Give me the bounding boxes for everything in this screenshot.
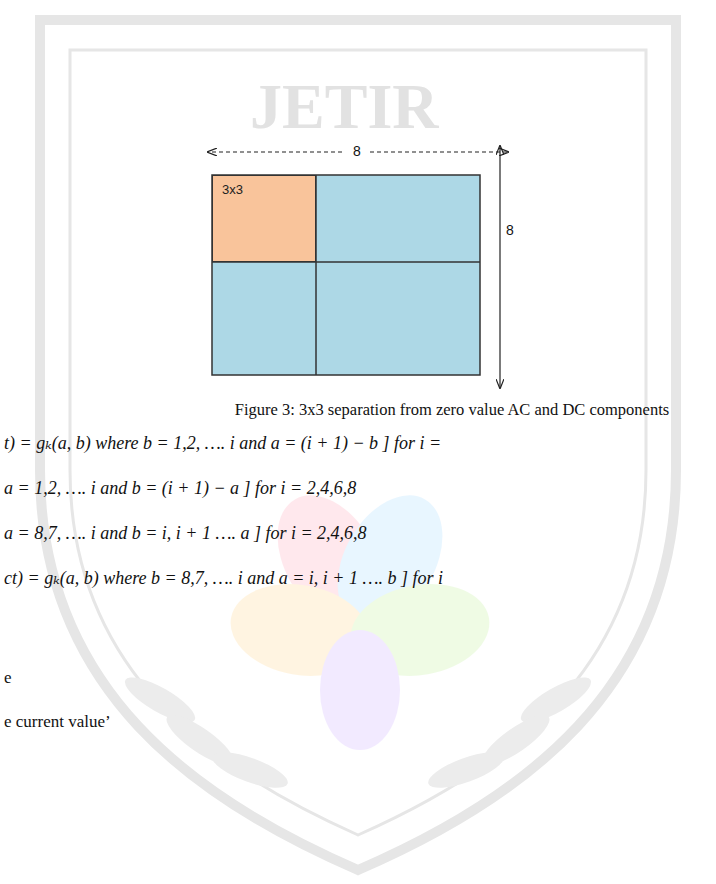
equation-line: a = 1,2, …. i and b = (i + 1) − a ] for … [4,478,356,499]
dimension-arrows [208,146,508,388]
figure-ground [190,138,522,396]
watermark-text: JETIR [250,70,439,144]
watermark-flower [223,477,497,750]
equation-line: t) = gₖ(a, b) where b = 1,2, …. i and a … [4,432,441,454]
body-text: e current value’ [4,712,111,732]
body-text: e [4,668,12,688]
dimension-label: 8 [506,222,514,238]
highlight-block: 3x3 [212,175,316,262]
equation-line: ct) = gₖ(a, b) where b = 8,7, …. i and a… [4,567,443,589]
watermark-laurel [119,670,596,795]
figure-caption: Figure 3: 3x3 separation from zero value… [235,400,669,420]
block-label: 3x3 [222,182,243,197]
dimension-label: 8 [350,143,364,159]
block-grid [212,175,480,375]
equation-line: a = 8,7, …. i and b = i, i + 1 …. a ] fo… [4,523,367,544]
